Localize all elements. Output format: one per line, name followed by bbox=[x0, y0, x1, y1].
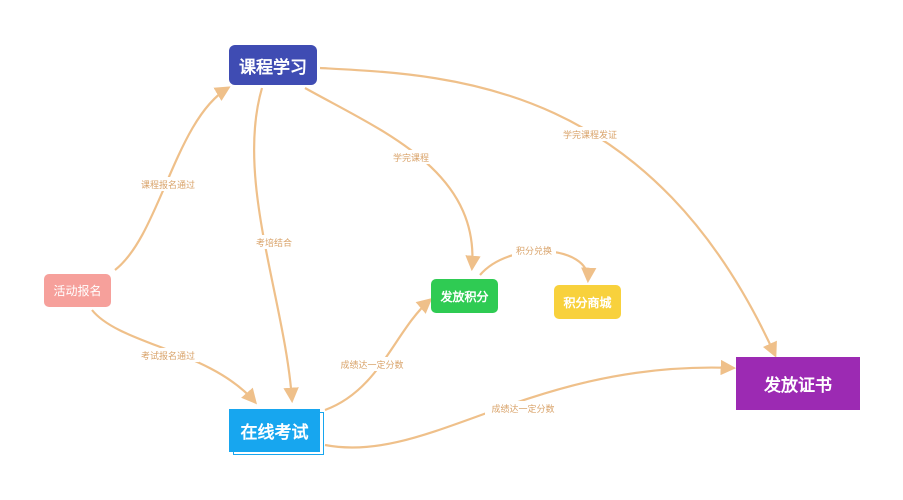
edge-label-exam-to-cert: 成绩达一定分数 bbox=[485, 401, 561, 415]
svg-text:学完课程发证: 学完课程发证 bbox=[563, 129, 617, 141]
svg-text:课程报名通过: 课程报名通过 bbox=[141, 179, 195, 191]
svg-text:积分兑换: 积分兑换 bbox=[516, 245, 552, 257]
node-award-certificate[interactable]: 发放证书 bbox=[736, 357, 860, 410]
svg-text:成绩达一定分数: 成绩达一定分数 bbox=[340, 359, 403, 371]
edge-course-to-cert bbox=[319, 66, 777, 358]
node-award-certificate-label: 发放证书 bbox=[764, 376, 832, 396]
edge-exam-to-points bbox=[324, 297, 433, 412]
node-course-study[interactable]: 课程学习 bbox=[229, 45, 317, 85]
edge-label-signup-to-course: 课程报名通过 bbox=[137, 177, 199, 191]
edge-course-to-points bbox=[304, 87, 481, 272]
node-activity-signup-label: 活动报名 bbox=[53, 284, 102, 298]
node-points-mall[interactable]: 积分商城 bbox=[554, 285, 621, 319]
node-online-exam-label: 在线考试 bbox=[240, 423, 309, 443]
node-award-points[interactable]: 发放积分 bbox=[431, 279, 498, 313]
edge-label-points-to-mall: 积分兑换 bbox=[512, 243, 556, 257]
svg-text:考试报名通过: 考试报名通过 bbox=[141, 350, 195, 362]
svg-text:成绩达一定分数: 成绩达一定分数 bbox=[491, 403, 554, 415]
node-course-study-label: 课程学习 bbox=[239, 57, 307, 78]
node-activity-signup[interactable]: 活动报名 bbox=[44, 274, 111, 307]
node-award-points-label: 发放积分 bbox=[440, 289, 489, 304]
edge-label-course-to-cert: 学完课程发证 bbox=[556, 127, 624, 141]
node-online-exam[interactable]: 在线考试 bbox=[229, 409, 320, 452]
node-points-mall-label: 积分商城 bbox=[563, 295, 612, 310]
edge-label-course-to-exam: 考培结合 bbox=[252, 235, 296, 249]
edge-label-signup-to-exam: 考试报名通过 bbox=[137, 348, 199, 362]
svg-text:学完课程: 学完课程 bbox=[393, 152, 429, 164]
edge-label-course-to-points: 学完课程 bbox=[389, 150, 433, 164]
svg-text:考培结合: 考培结合 bbox=[256, 237, 292, 249]
edge-label-exam-to-points: 成绩达一定分数 bbox=[334, 357, 410, 371]
